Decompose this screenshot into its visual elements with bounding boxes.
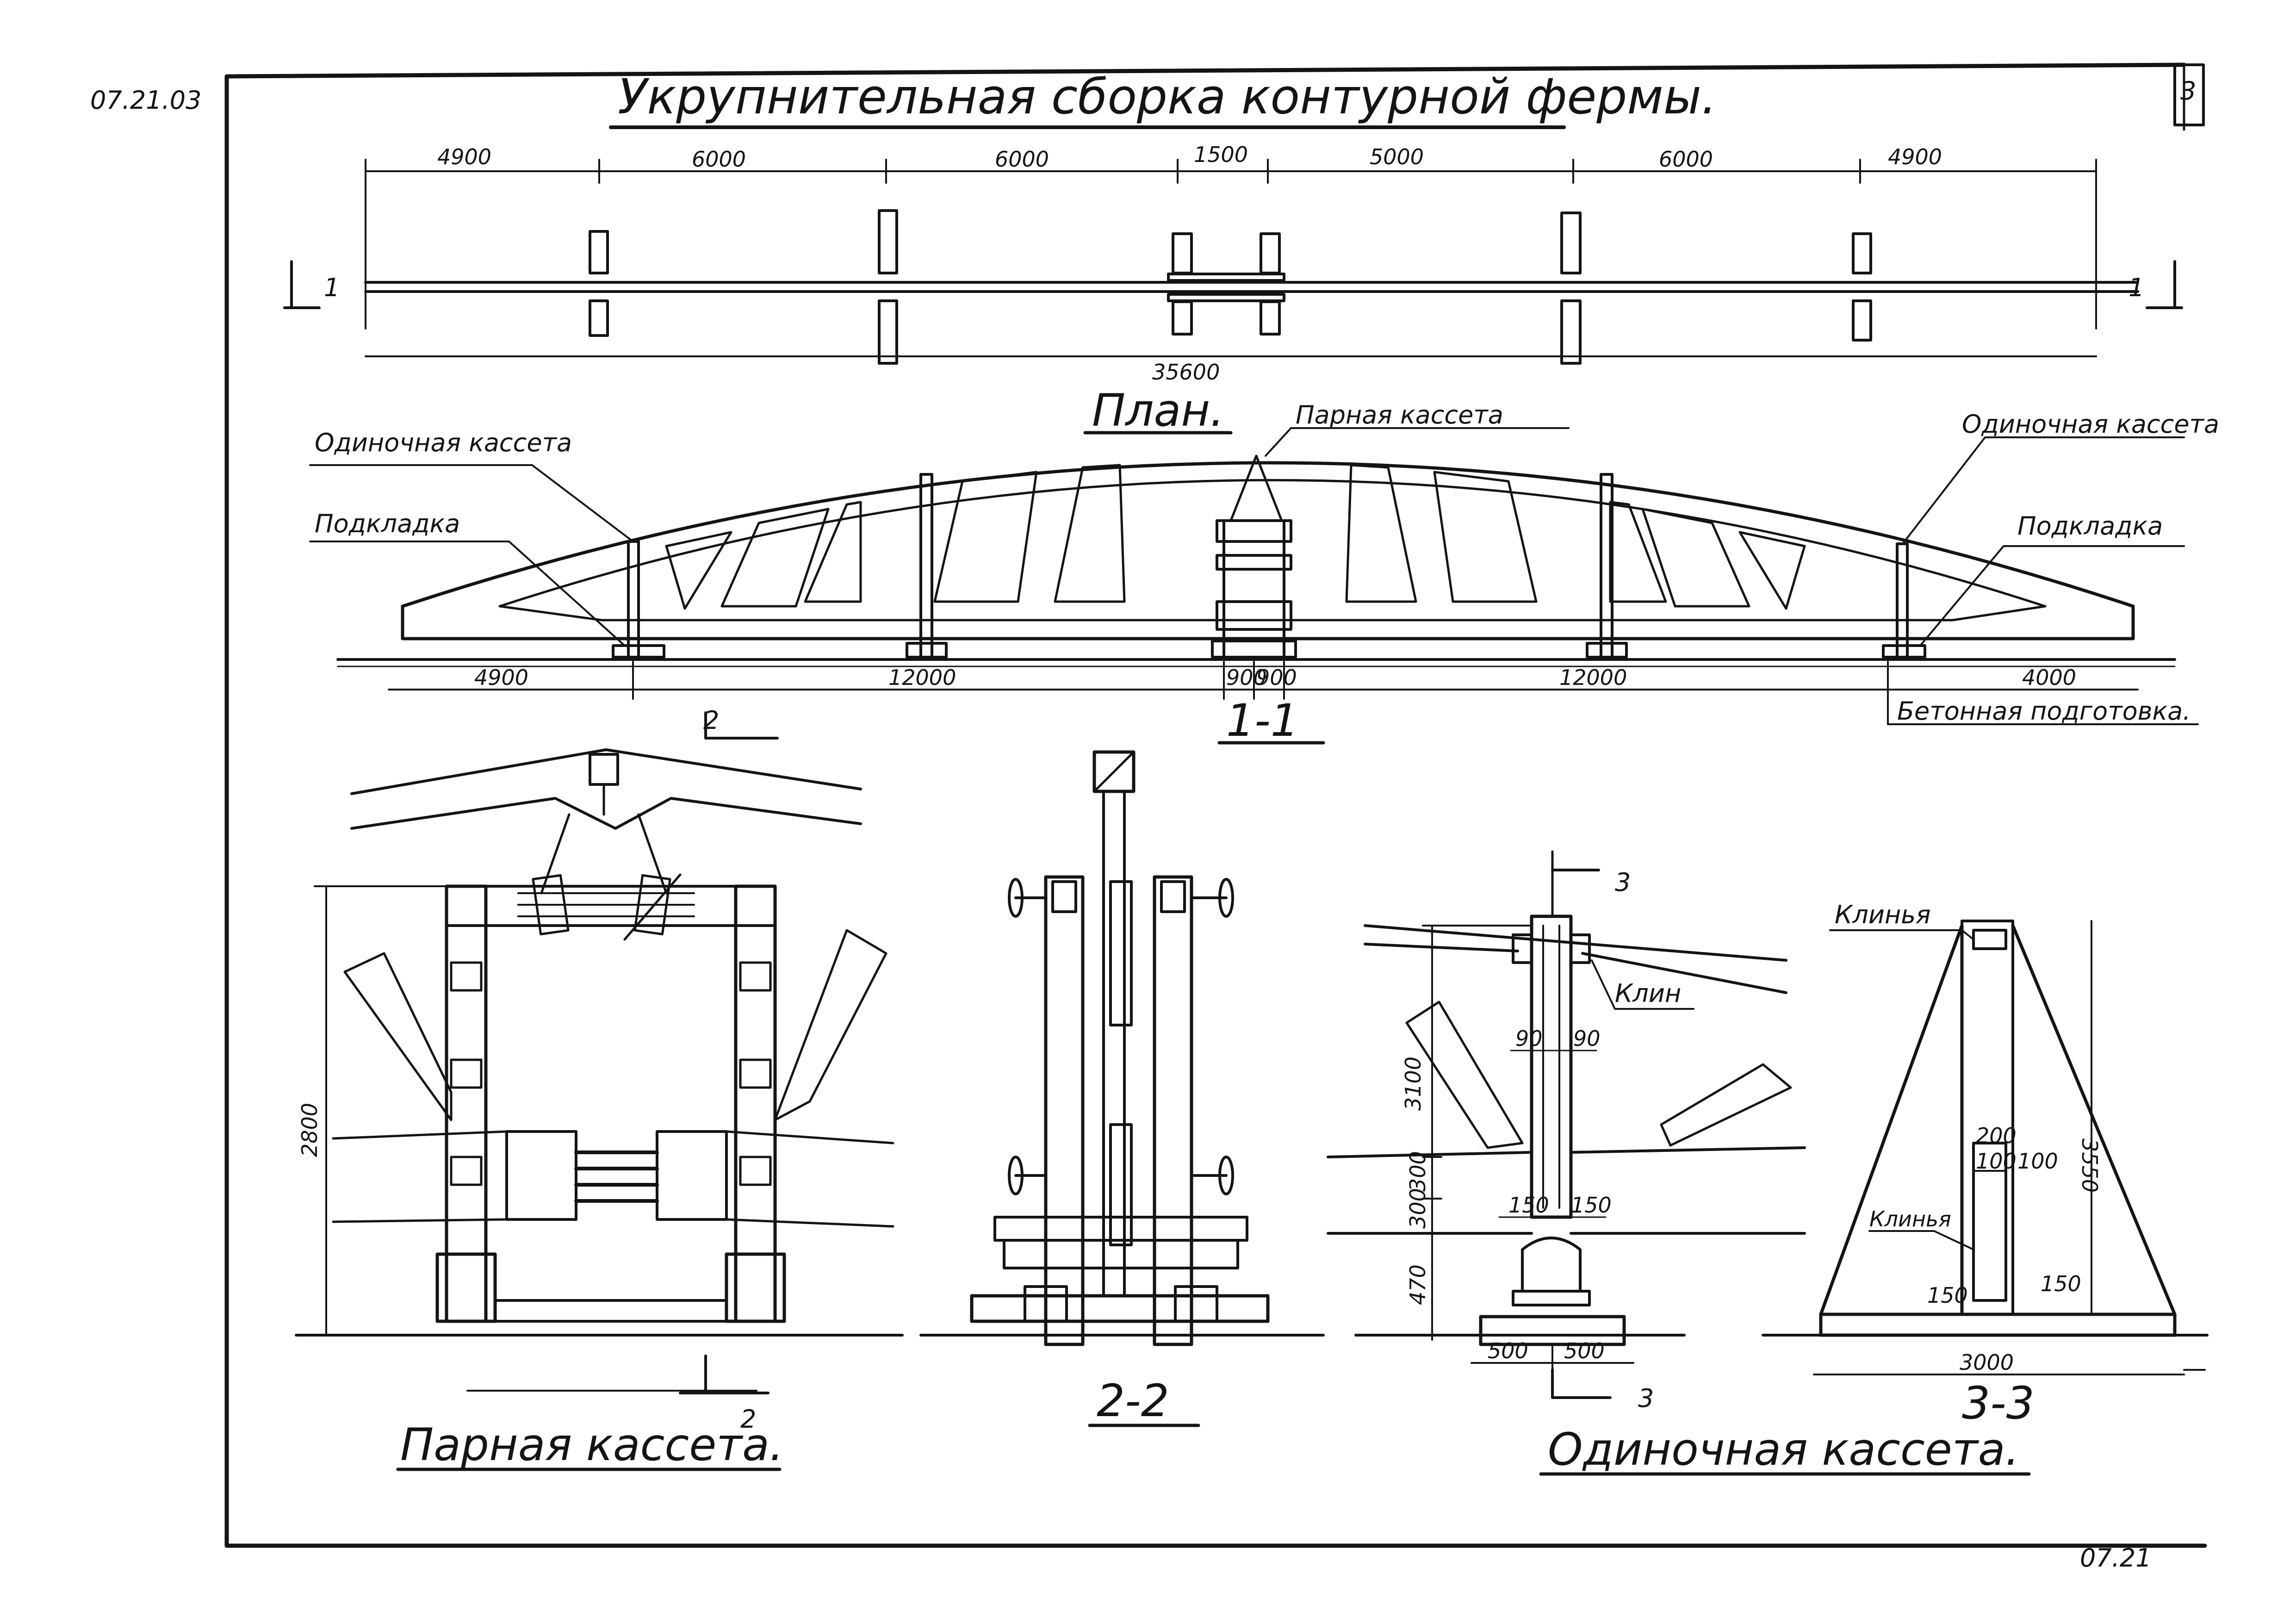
s33-dim-150a: 150 [1927, 1283, 1968, 1308]
sheet-code-bottom: 07.21 [2080, 1543, 2152, 1573]
single-dim-3100: 3100 [1401, 1057, 1426, 1111]
section-3-3-caption: 3-3 [1962, 1377, 2035, 1429]
plan-total: 35600 [1152, 360, 1220, 385]
single-dim-90a: 90 [1515, 1026, 1543, 1051]
single-dim-500b: 500 [1564, 1338, 1605, 1363]
s33-dim-100a: 100 [1976, 1149, 2017, 1174]
single-dim-90b: 90 [1573, 1026, 1601, 1051]
paired-dim-height: 2800 [297, 1103, 322, 1157]
paired-cassette-detail: 2800 2 2 Парная кассета. [295, 706, 904, 1471]
s33-dim-100b: 100 [2017, 1149, 2058, 1174]
elev-dim-2: 12000 [888, 665, 956, 690]
plan-span-7: 4900 [1888, 144, 1942, 169]
plan-span-4: 1500 [1194, 142, 1248, 167]
label-wedges-mid: Клинья [1869, 1206, 1951, 1231]
plan-span-6: 6000 [1659, 147, 1713, 172]
single-dim-470: 470 [1405, 1264, 1430, 1305]
sheet-frame [224, 62, 2207, 1548]
section-2-2-detail: 2-2 [919, 750, 1325, 1427]
paired-cut-bottom: 2 [740, 1405, 756, 1434]
single-dim-300b: 300 [1405, 1188, 1430, 1229]
single-cassette-caption: Одиночная кассета. [1548, 1424, 2019, 1475]
plan-caption: План. [1092, 385, 1224, 436]
truss-elevation: Одиночная кассета Подкладка Парная кассе… [309, 400, 2219, 746]
truss-web-panels [665, 464, 1806, 610]
cut-mark-right: 1 [2128, 273, 2144, 302]
s33-dim-3000: 3000 [1960, 1350, 2014, 1375]
section-3-3-detail: Клинья Клинья 3550 200 100 100 150 150 3… [1762, 900, 2209, 1429]
plan-span-1: 4900 [437, 144, 491, 169]
s33-dim-150b: 150 [2041, 1271, 2081, 1296]
corner-mark: 3 [2180, 76, 2196, 106]
single-dim-300a: 300 [1405, 1151, 1430, 1192]
label-pad-left: Подкладка [315, 509, 460, 538]
label-wedge: Клин [1615, 979, 1681, 1008]
elev-dim-5: 12000 [1559, 665, 1627, 690]
plan-span-5: 5000 [1370, 144, 1424, 169]
sheet-code-top: 07.21.03 [90, 86, 201, 115]
label-single-cassette-right: Одиночная кассета [1962, 410, 2219, 439]
paired-cut-top: 2 [703, 706, 719, 735]
section-2-2-caption: 2-2 [1097, 1375, 1169, 1427]
plan-view: 4900 6000 6000 1500 5000 6000 4900 [283, 142, 2183, 436]
elev-dim-6: 4000 [2022, 665, 2076, 690]
plan-supports [589, 209, 1872, 365]
s33-dim-200: 200 [1976, 1123, 2017, 1148]
single-cut-bottom: 3 [1638, 1384, 1654, 1413]
elev-dim-4: 900 [1256, 665, 1297, 690]
elev-dim-3: 900 [1226, 665, 1267, 690]
single-dim-150a: 150 [1508, 1193, 1549, 1218]
single-cut-top: 3 [1615, 868, 1631, 897]
label-paired-cassette: Парная кассета [1296, 400, 1503, 429]
label-wedges-top: Клинья [1835, 900, 1931, 929]
s33-dim-3550: 3550 [2077, 1138, 2102, 1193]
single-dim-150b: 150 [1571, 1193, 1612, 1218]
label-single-cassette-left: Одиночная кассета [315, 428, 572, 457]
section-1-1-caption: 1-1 [1226, 695, 1299, 746]
cut-mark-left: 1 [324, 273, 340, 302]
plan-span-2: 6000 [692, 147, 746, 172]
paired-cassette-caption: Парная кассета. [400, 1419, 784, 1471]
label-pad-right: Подкладка [2017, 511, 2163, 541]
single-cassette-detail: Клин 3100 300 300 470 90 90 150 150 500 … [1327, 850, 2031, 1476]
page-title: Укрупнительная сборка контурной фермы. [618, 68, 1717, 125]
plan-span-3: 6000 [995, 147, 1049, 172]
label-concrete: Бетонная подготовка. [1897, 696, 2191, 726]
elev-dim-1: 4900 [474, 665, 528, 690]
single-dim-500a: 500 [1488, 1338, 1528, 1363]
